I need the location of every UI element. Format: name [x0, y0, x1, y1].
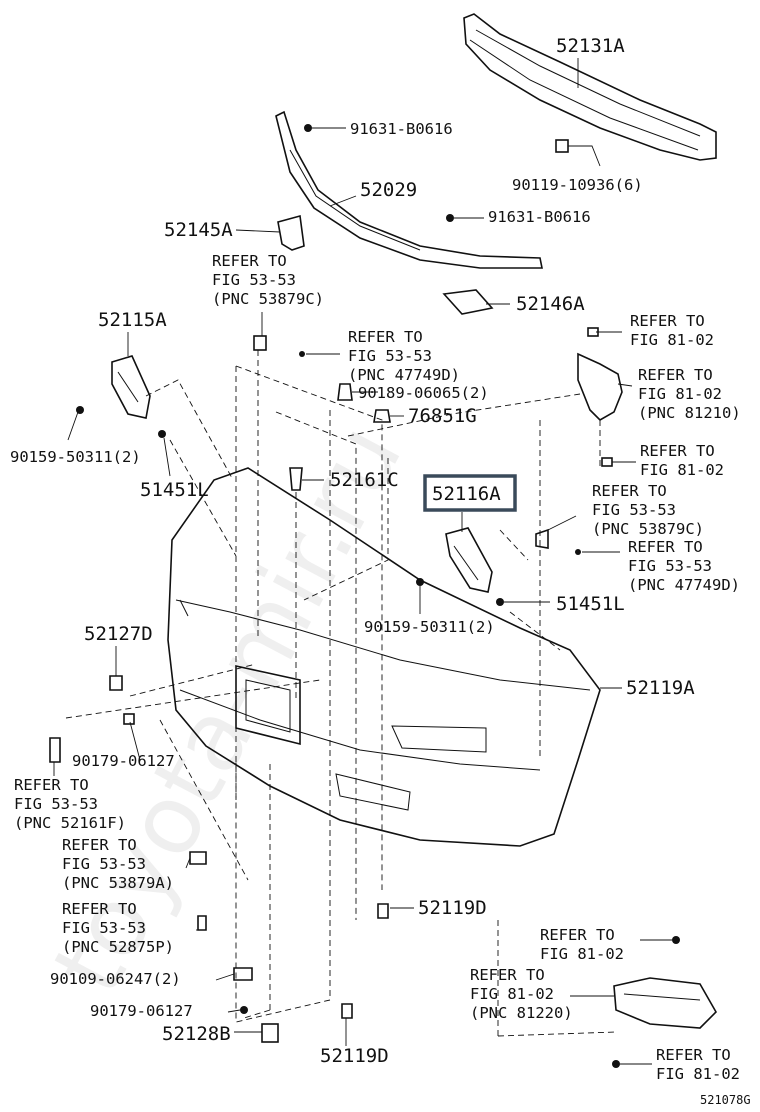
label-52116A: 52116A: [432, 483, 501, 505]
side-bracket-52115A: [111, 355, 151, 419]
ref-8102c-line1: REFER TO: [640, 442, 715, 460]
ref-8102c-line2: FIG 81-02: [640, 461, 724, 479]
label-52119A: 52119A: [626, 677, 695, 699]
label-52128B: 52128B: [162, 1023, 231, 1045]
label-90159-a: 90159-50311(2): [10, 448, 141, 466]
label-51451L-a: 51451L: [140, 479, 209, 501]
ref-5353b-line3: (PNC 47749D): [348, 366, 460, 384]
ref-8102b-line3: (PNC 81210): [638, 404, 741, 422]
side-lamp-upper: [577, 352, 623, 421]
highlight-box: [423, 474, 517, 512]
label-90189: 90189-06065(2): [358, 384, 489, 402]
bumper-cover: [167, 467, 601, 847]
ref-5353c-line3: (PNC 53879C): [592, 520, 704, 538]
ref-8102a-line2: FIG 81-02: [630, 331, 714, 349]
ref-5353e-line3: (PNC 52161F): [14, 814, 126, 832]
ref-5353a-line1: REFER TO: [212, 252, 287, 270]
ref-5353f-line3: (PNC 53879A): [62, 874, 174, 892]
label-52131A: 52131A: [556, 35, 625, 57]
label-51451L-b: 51451L: [556, 593, 625, 615]
label-90109: 90109-06247(2): [50, 970, 181, 988]
bracket-52146A: [442, 289, 494, 315]
bracket-52145A: [277, 214, 305, 251]
ref-5353a-line2: FIG 53-53: [212, 271, 296, 289]
label-90179-a: 90179-06127: [72, 752, 175, 770]
upper-retainer: [275, 110, 543, 269]
ref-5353b-line2: FIG 53-53: [348, 347, 432, 365]
label-52145A: 52145A: [164, 219, 233, 241]
ref-5353e-line1: REFER TO: [14, 776, 89, 794]
ref-5353c-line2: FIG 53-53: [592, 501, 676, 519]
leader-lines: [53, 58, 672, 1065]
ref-5353d-line2: FIG 53-53: [628, 557, 712, 575]
ref-8102e-line1: REFER TO: [470, 966, 545, 984]
label-90119: 90119-10936(6): [512, 176, 643, 194]
label-52127D: 52127D: [84, 623, 153, 645]
ref-5353a-line3: (PNC 53879C): [212, 290, 324, 308]
ref-8102f-line1: REFER TO: [656, 1046, 731, 1064]
ref-8102f-line2: FIG 81-02: [656, 1065, 740, 1083]
ref-5353g-line1: REFER TO: [62, 900, 137, 918]
ref-5353f-line2: FIG 53-53: [62, 855, 146, 873]
label-90159-b: 90159-50311(2): [364, 618, 495, 636]
reinforcement-beam: [463, 13, 717, 161]
callout-labels: 52131A 91631-B0616 90119-10936(6) 52029 …: [10, 35, 751, 1107]
ref-5353f-line1: REFER TO: [62, 836, 137, 854]
ref-5353g-line3: (PNC 52875P): [62, 938, 174, 956]
label-91631-b: 91631-B0616: [488, 208, 591, 226]
label-52115A: 52115A: [98, 309, 167, 331]
guide-lines: [65, 350, 617, 1037]
figure-id: 521078G: [700, 1093, 751, 1107]
label-52161C: 52161C: [330, 469, 399, 491]
side-bracket-52116A: [445, 527, 493, 593]
ref-8102d-line1: REFER TO: [540, 926, 615, 944]
ref-8102d-line2: FIG 81-02: [540, 945, 624, 963]
label-52146A: 52146A: [516, 293, 585, 315]
ref-8102b-line2: FIG 81-02: [638, 385, 722, 403]
ref-5353b-line1: REFER TO: [348, 328, 423, 346]
label-52119D-b: 52119D: [320, 1045, 389, 1067]
label-91631-a: 91631-B0616: [350, 120, 453, 138]
label-52029: 52029: [360, 179, 417, 201]
ref-5353e-line2: FIG 53-53: [14, 795, 98, 813]
label-90179-b: 90179-06127: [90, 1002, 193, 1020]
ref-8102a-line1: REFER TO: [630, 312, 705, 330]
ref-8102e-line2: FIG 81-02: [470, 985, 554, 1003]
ref-5353g-line2: FIG 53-53: [62, 919, 146, 937]
label-52119D-a: 52119D: [418, 897, 487, 919]
ref-8102e-line3: (PNC 81220): [470, 1004, 573, 1022]
ref-5353d-line3: (PNC 47749D): [628, 576, 740, 594]
label-76851G: 76851G: [408, 405, 477, 427]
ref-5353d-line1: REFER TO: [628, 538, 703, 556]
ref-8102b-line1: REFER TO: [638, 366, 713, 384]
fog-lamp-lower: [613, 977, 717, 1029]
ref-5353c-line1: REFER TO: [592, 482, 667, 500]
